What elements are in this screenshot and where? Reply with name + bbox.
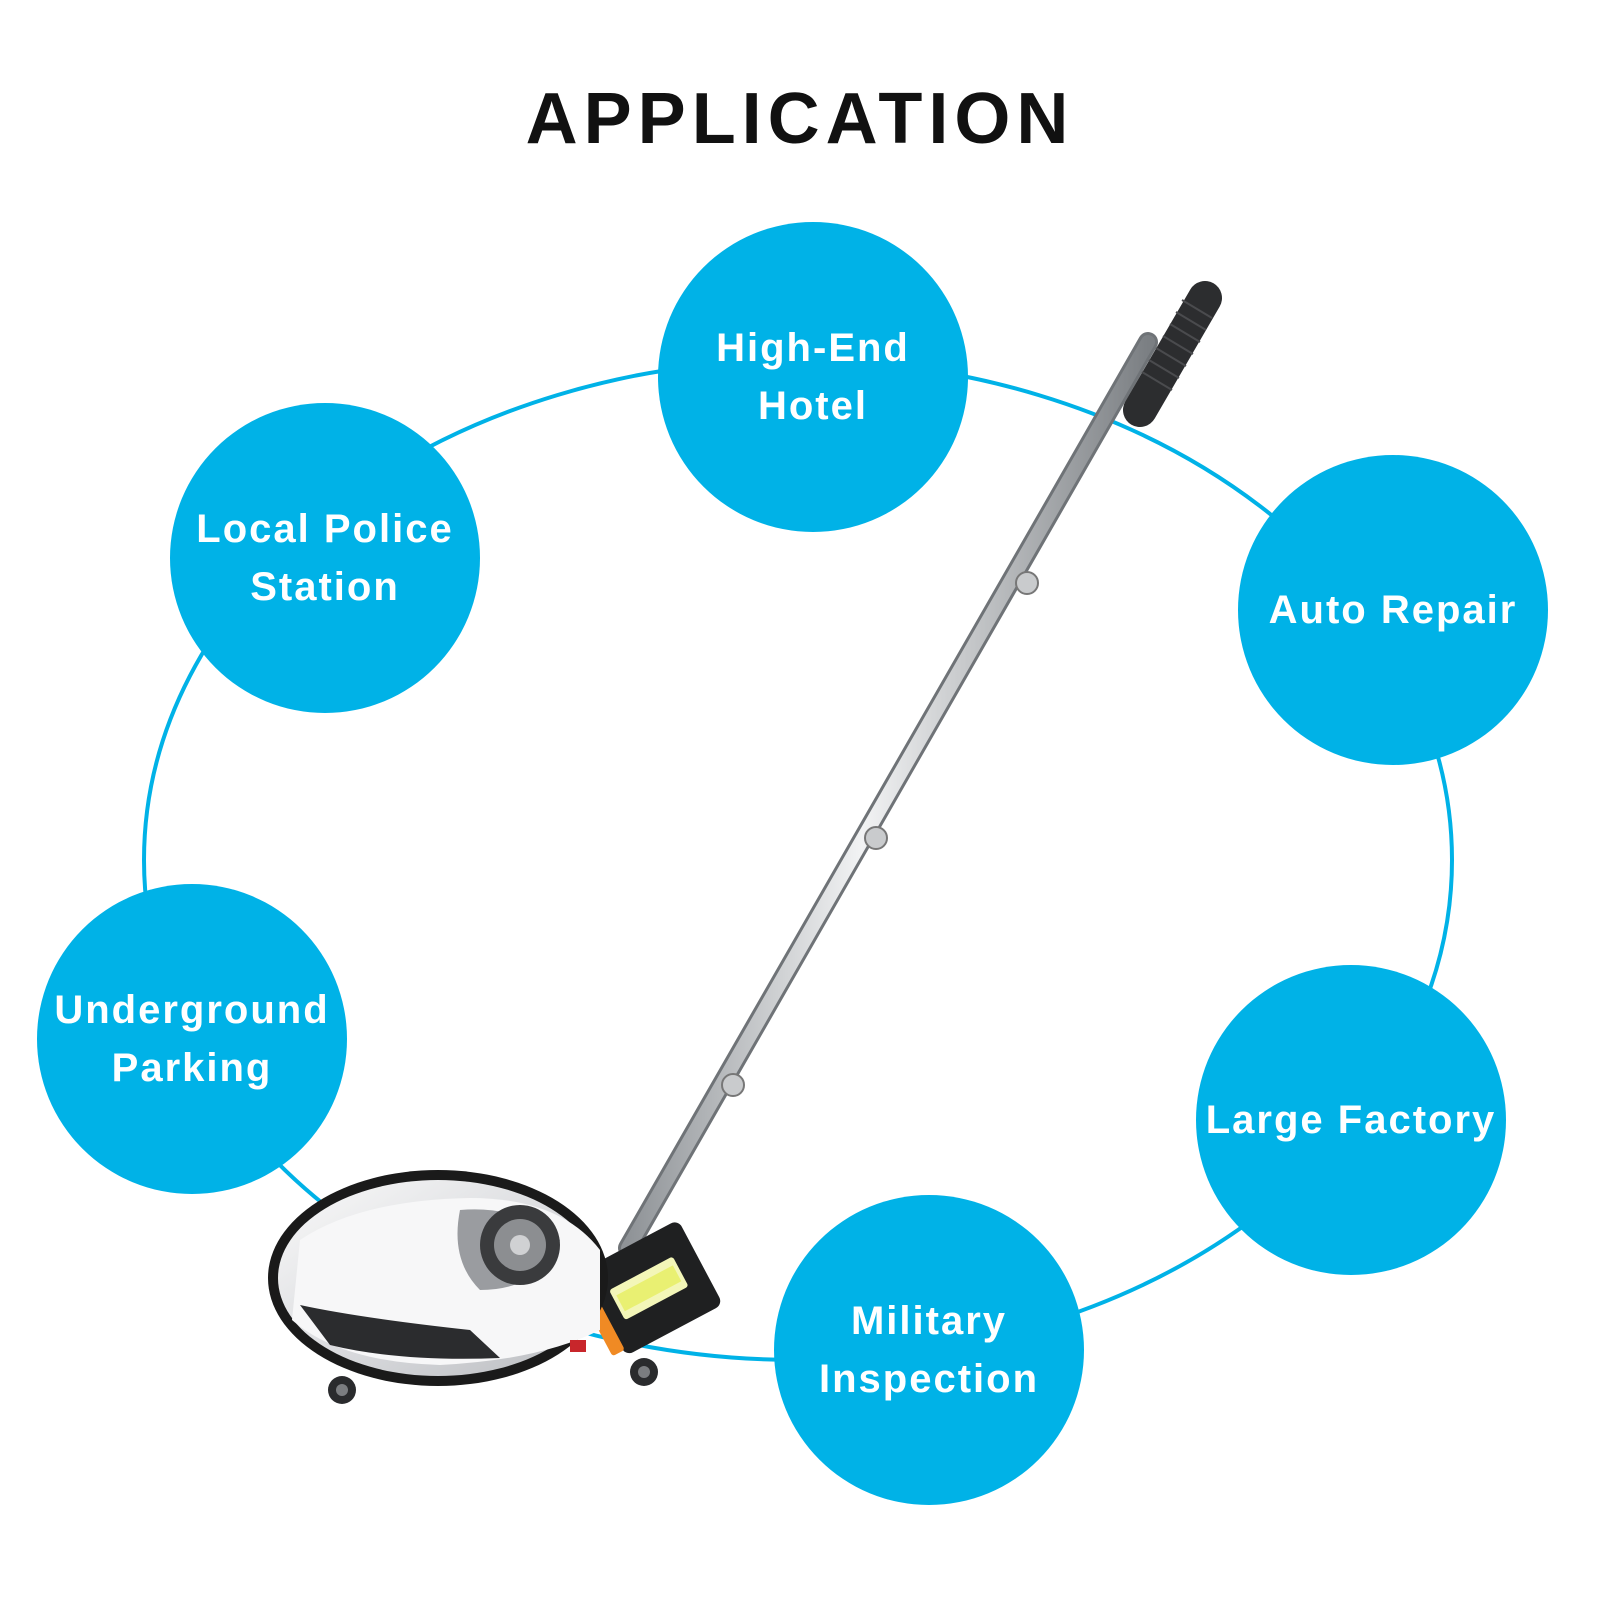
page-title: APPLICATION — [525, 79, 1075, 159]
application-large-factory: Large Factory — [1196, 965, 1506, 1275]
application-label-line: Auto Repair — [1268, 588, 1518, 632]
application-label-line: Large Factory — [1205, 1098, 1497, 1142]
application-label-line: Underground — [54, 988, 330, 1032]
application-label-line: Local Police — [196, 507, 454, 551]
application-local-police-station: Local Police Station — [170, 403, 480, 713]
application-label-line: Military — [850, 1299, 1008, 1343]
application-underground-parking: Underground Parking — [37, 884, 347, 1194]
application-label-line: Parking — [111, 1046, 273, 1090]
application-auto-repair: Auto Repair — [1238, 455, 1548, 765]
application-military-inspection: Military Inspection — [774, 1195, 1084, 1505]
application-label-line: Hotel — [757, 384, 868, 428]
application-label-line: High-End — [716, 326, 910, 370]
application-label-line: Inspection — [818, 1357, 1040, 1401]
application-high-end-hotel: High-End Hotel — [658, 222, 968, 532]
application-label-line: Station — [250, 565, 400, 609]
